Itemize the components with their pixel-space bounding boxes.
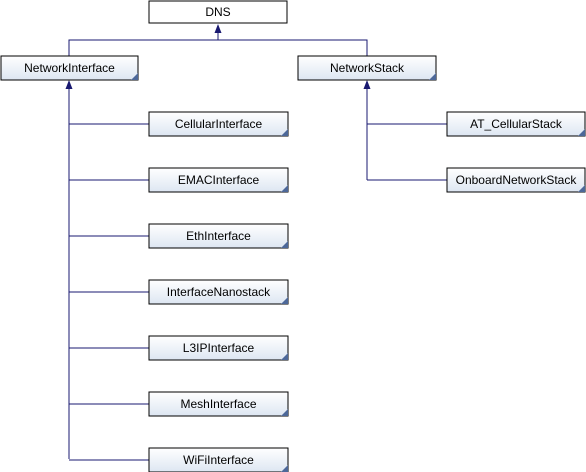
- node-label-interfacenanostack: InterfaceNanostack: [167, 285, 271, 299]
- node-interfacenanostack[interactable]: InterfaceNanostack: [148, 279, 289, 305]
- node-label-networkstack: NetworkStack: [330, 61, 405, 75]
- node-label-l3ipinterface: L3IPInterface: [183, 341, 255, 355]
- node-label-dns: DNS: [205, 5, 230, 19]
- corner-marker: [131, 73, 138, 80]
- arrowhead-dns: [214, 24, 222, 33]
- arrowhead-networkstack: [363, 80, 371, 89]
- node-l3ipinterface[interactable]: L3IPInterface: [148, 335, 289, 361]
- corner-marker: [578, 185, 585, 192]
- node-label-meshinterface: MeshInterface: [180, 397, 256, 411]
- corner-marker: [281, 465, 288, 472]
- node-label-emacinterface: EMACInterface: [178, 173, 260, 187]
- corner-marker: [281, 297, 288, 304]
- node-onboardnetworkstack[interactable]: OnboardNetworkStack: [446, 167, 586, 193]
- corner-marker: [281, 353, 288, 360]
- node-label-onboardnetworkstack: OnboardNetworkStack: [456, 173, 578, 187]
- node-label-networkinterface: NetworkInterface: [24, 61, 115, 75]
- node-meshinterface[interactable]: MeshInterface: [148, 391, 289, 417]
- node-label-ethinterface: EthInterface: [186, 229, 251, 243]
- node-ethinterface[interactable]: EthInterface: [148, 223, 289, 249]
- edge-networkstack-to-dns: [218, 39, 368, 56]
- node-label-cellularinterface: CellularInterface: [175, 117, 263, 131]
- inheritance-edges: [65, 24, 447, 461]
- node-wifiinterface[interactable]: WiFiInterface: [148, 447, 289, 472]
- corner-marker: [578, 129, 585, 136]
- corner-marker: [281, 185, 288, 192]
- corner-marker: [429, 73, 436, 80]
- corner-marker: [281, 129, 288, 136]
- node-cellularinterface[interactable]: CellularInterface: [148, 111, 289, 137]
- arrowhead-networkinterface: [65, 80, 73, 89]
- corner-marker: [281, 241, 288, 248]
- corner-marker: [281, 409, 288, 416]
- edge-networkinterface-to-dns: [68, 28, 219, 56]
- node-at-cellularstack[interactable]: AT_CellularStack: [446, 111, 586, 137]
- node-networkstack[interactable]: NetworkStack: [297, 55, 437, 81]
- node-networkinterface[interactable]: NetworkInterface: [0, 55, 139, 81]
- node-emacinterface[interactable]: EMACInterface: [148, 167, 289, 193]
- node-label-wifiinterface: WiFiInterface: [183, 453, 254, 467]
- node-label-at-cellularstack: AT_CellularStack: [470, 117, 563, 131]
- node-dns[interactable]: DNS: [148, 0, 288, 24]
